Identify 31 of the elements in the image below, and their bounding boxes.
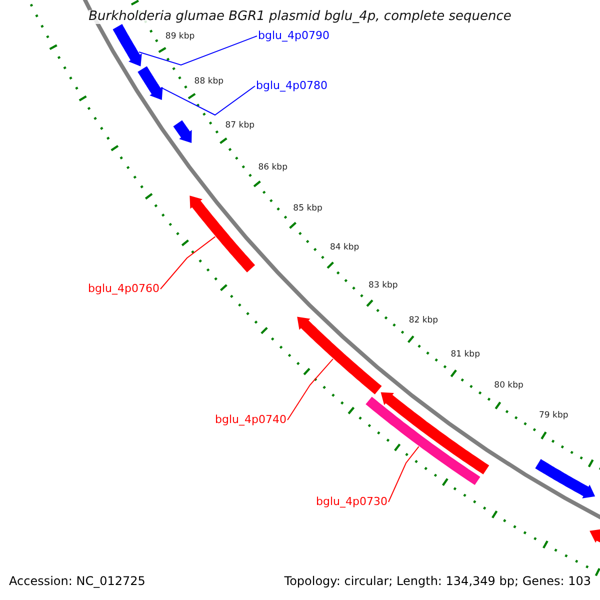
tick-label: 81 kbp xyxy=(450,350,480,360)
tick-label: 88 kbp xyxy=(194,77,224,87)
gene-feature xyxy=(112,24,142,66)
gene-bar xyxy=(366,396,480,486)
leader-line xyxy=(287,358,334,420)
tick-label: 85 kbp xyxy=(293,204,322,214)
tick-label: 79 kbp xyxy=(539,411,568,420)
tick-label: 84 kbp xyxy=(330,244,360,253)
gene-label: bglu_4p0730 xyxy=(316,496,388,508)
leader-line xyxy=(388,446,420,502)
leader-line xyxy=(160,236,216,290)
gene-label: bglu_4p0760 xyxy=(88,283,160,296)
gene-feature xyxy=(380,392,490,474)
leader-line xyxy=(138,36,258,66)
gene-feature xyxy=(297,316,382,394)
tick-label: 89 kbp xyxy=(165,32,195,42)
gene-feature xyxy=(138,66,163,100)
title: Burkholderia glumae BGR1 plasmid bglu_4p, complete sequence xyxy=(88,10,512,24)
gene-feature xyxy=(190,196,256,272)
gene-label: bglu_4p0780 xyxy=(256,80,328,92)
leader-line xyxy=(160,86,256,116)
tick-label: 86 kbp xyxy=(258,164,288,174)
tick-label: 82 kbp xyxy=(408,316,438,326)
gene-feature xyxy=(535,459,596,498)
accession-text: Accession: NC_012725 xyxy=(9,575,146,588)
tick-label: 83 kbp xyxy=(368,280,398,290)
gene-feature xyxy=(173,120,192,143)
tick-label: 87 kbp xyxy=(225,121,254,131)
gene-label: bglu_4p0740 xyxy=(215,414,286,426)
tick-label: 80 kbp xyxy=(494,382,524,391)
gene-label: bglu_4p0790 xyxy=(258,30,330,42)
